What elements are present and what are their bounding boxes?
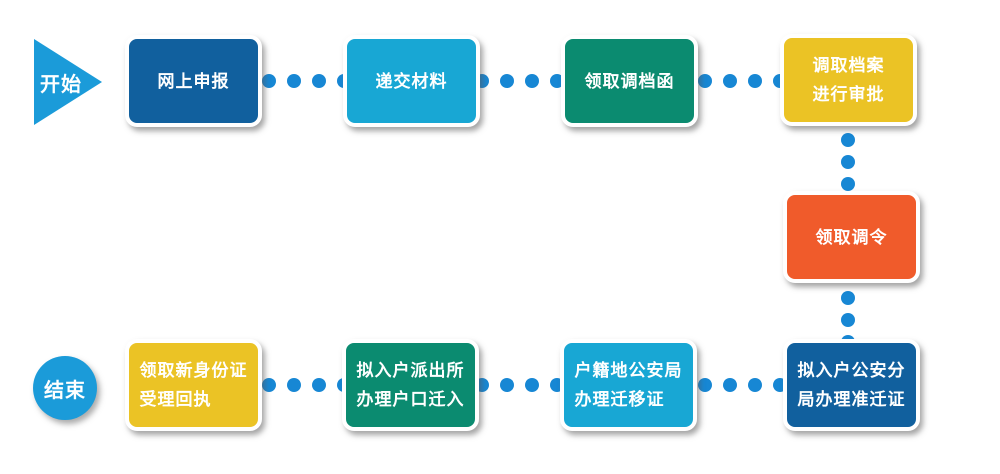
flow-step-receive-file-transfer-letter: 领取调档函 [561,35,698,127]
dotted-connector-top-2 [475,74,564,88]
dotted-connector-bottom-3 [262,378,351,392]
flow-step-label: 领取调档函 [584,71,675,91]
flow-step-origin-bureau-migration-cert: 户籍地公安局 办理迁移证 [560,339,697,431]
dotted-connector-bottom-2 [475,378,564,392]
connector-dot [287,74,301,88]
connector-dot [841,155,855,169]
connector-dot [525,378,539,392]
connector-dot [723,74,737,88]
connector-dot [841,177,855,191]
connector-dot [550,74,564,88]
flow-step-label: 递交材料 [375,71,448,91]
connector-dot [500,74,514,88]
flow-step-label: 调取档案 进行审批 [812,56,885,104]
flow-step-retrieve-archives-approval: 调取档案 进行审批 [780,34,917,126]
connector-dot [312,74,326,88]
connector-dot [841,313,855,327]
dotted-connector-bottom-1 [698,378,787,392]
flow-step-new-id-receipt: 领取新身份证 受理回执 [125,339,262,431]
connector-dot [287,378,301,392]
connector-dot [262,378,276,392]
flow-start-label: 开始 [40,73,82,96]
flow-step-label: 户籍地公安局 办理迁移证 [574,361,683,409]
connector-dot [748,74,762,88]
flow-step-branch-bureau-permit: 拟入户公安分 局办理准迁证 [783,339,920,431]
connector-dot [500,378,514,392]
flow-end-circle: 结束 [33,356,97,420]
flow-start-triangle: 开始 [34,39,102,125]
connector-dot [698,378,712,392]
connector-dot [841,133,855,147]
flow-step-submit-materials: 递交材料 [343,35,480,127]
connector-dot [723,378,737,392]
flow-step-label: 网上申报 [157,71,230,91]
flow-step-label: 拟入户公安分 局办理准迁证 [797,361,906,409]
flow-step-receive-transfer-order: 领取调令 [783,191,920,283]
connector-dot [312,378,326,392]
connector-dot [262,74,276,88]
flow-step-police-station-household-move-in: 拟入户派出所 办理户口迁入 [342,339,479,431]
flow-step-label: 领取新身份证 受理回执 [139,361,248,409]
flow-step-label: 领取调令 [815,227,888,247]
connector-dot [698,74,712,88]
dotted-connector-top-3 [698,74,787,88]
flow-step-online-application: 网上申报 [125,35,262,127]
connector-dot [841,291,855,305]
flow-step-label: 拟入户派出所 办理户口迁入 [356,361,465,409]
dotted-connector-down-1 [841,133,855,191]
flow-end-label: 结束 [44,379,86,402]
connector-dot [525,74,539,88]
dotted-connector-top-1 [262,74,351,88]
connector-dot [748,378,762,392]
